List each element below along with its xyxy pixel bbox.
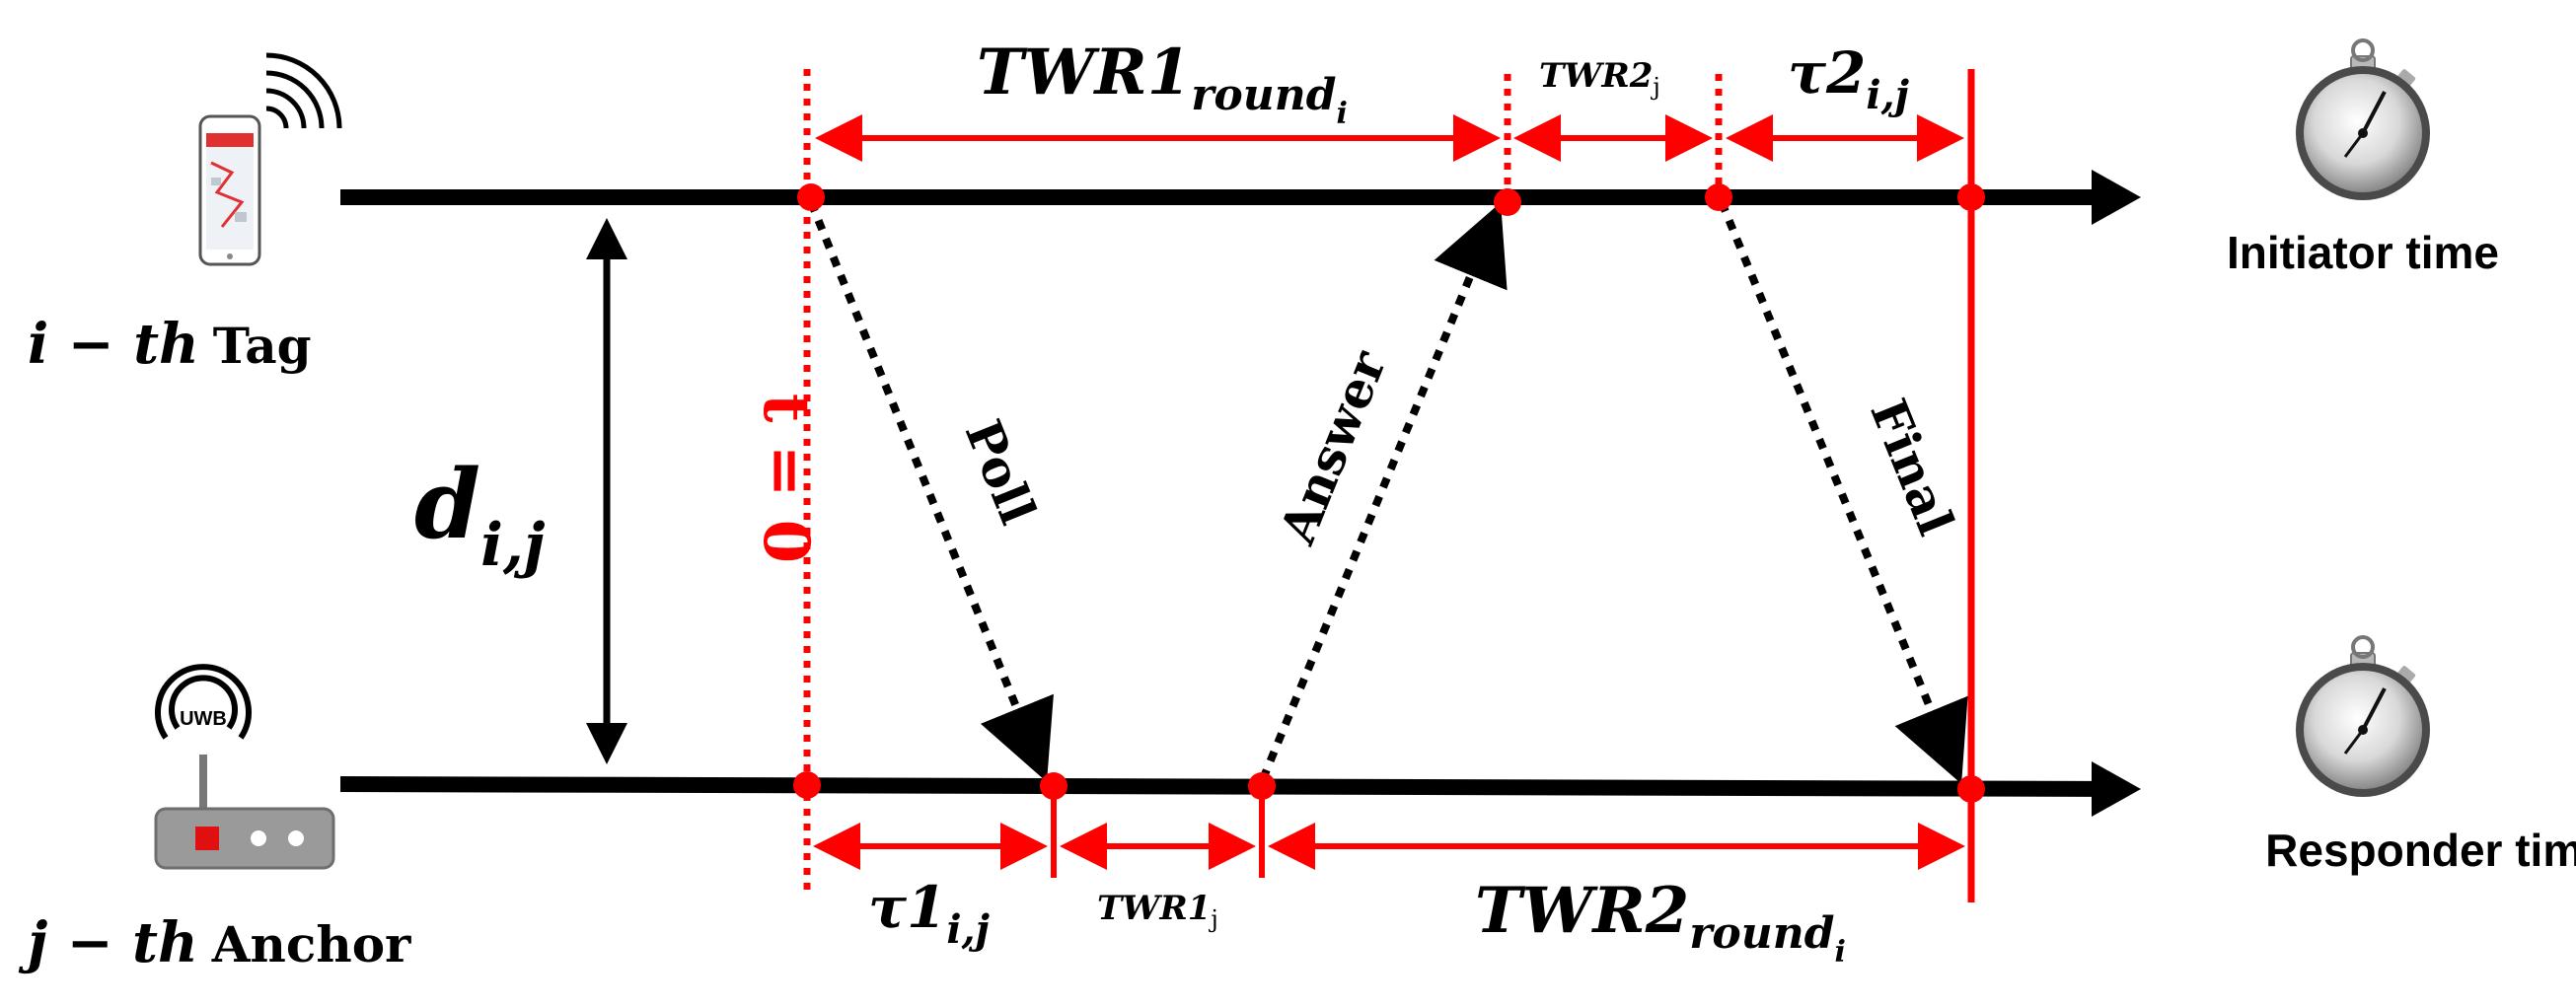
answer-rx-dot [1494, 188, 1521, 216]
tau1-label: τ1i,j [868, 874, 991, 953]
anchor-label: j − th Anchor [18, 910, 411, 975]
twr2-j-label: TWR2j [1539, 56, 1660, 101]
final-initiator-dot [1957, 183, 1985, 211]
final-tx-dot [1705, 183, 1732, 211]
poll-label: Poll [954, 412, 1048, 533]
stopwatch-icon [2296, 635, 2430, 797]
distance-label: di,j [414, 449, 546, 580]
answer-tx-dot [1248, 772, 1276, 800]
answer-arrow [1259, 202, 1508, 781]
initiator-timeline-arrowhead [2092, 170, 2141, 225]
final-label: Final [1859, 391, 1965, 542]
final-rx-dot [1957, 775, 1985, 803]
t-zero-label: t = 0 [749, 394, 823, 563]
tau2-label: τ2i,j [1788, 39, 1910, 118]
poll-rx-dot [1040, 772, 1067, 800]
responder-timeline [339, 776, 2122, 797]
responder-time-label: Responder time [2265, 825, 2576, 876]
initiator-time-label: Initiator time [2227, 227, 2499, 278]
poll-tx-dot [797, 183, 825, 211]
answer-label: Answer [1268, 342, 1398, 552]
twr1-j-label: TWR1j [1097, 889, 1218, 933]
uwb-badge: UWB [180, 708, 227, 730]
twr1-round-label: TWR1roundi [977, 36, 1348, 131]
stopwatch-icon [2296, 38, 2430, 200]
final-arrow [1718, 200, 1968, 784]
event-dots [793, 183, 1985, 803]
smartphone-wifi-icon [198, 52, 342, 266]
twr2-round-label: TWR2roundi [1475, 874, 1846, 970]
t-zero-responder-dot [793, 771, 821, 799]
responder-timeline-arrowhead [2092, 761, 2141, 817]
poll-arrow [807, 200, 1054, 782]
tag-label: i − th Tag [28, 312, 312, 377]
uwb-anchor-icon: UWB [154, 664, 335, 870]
